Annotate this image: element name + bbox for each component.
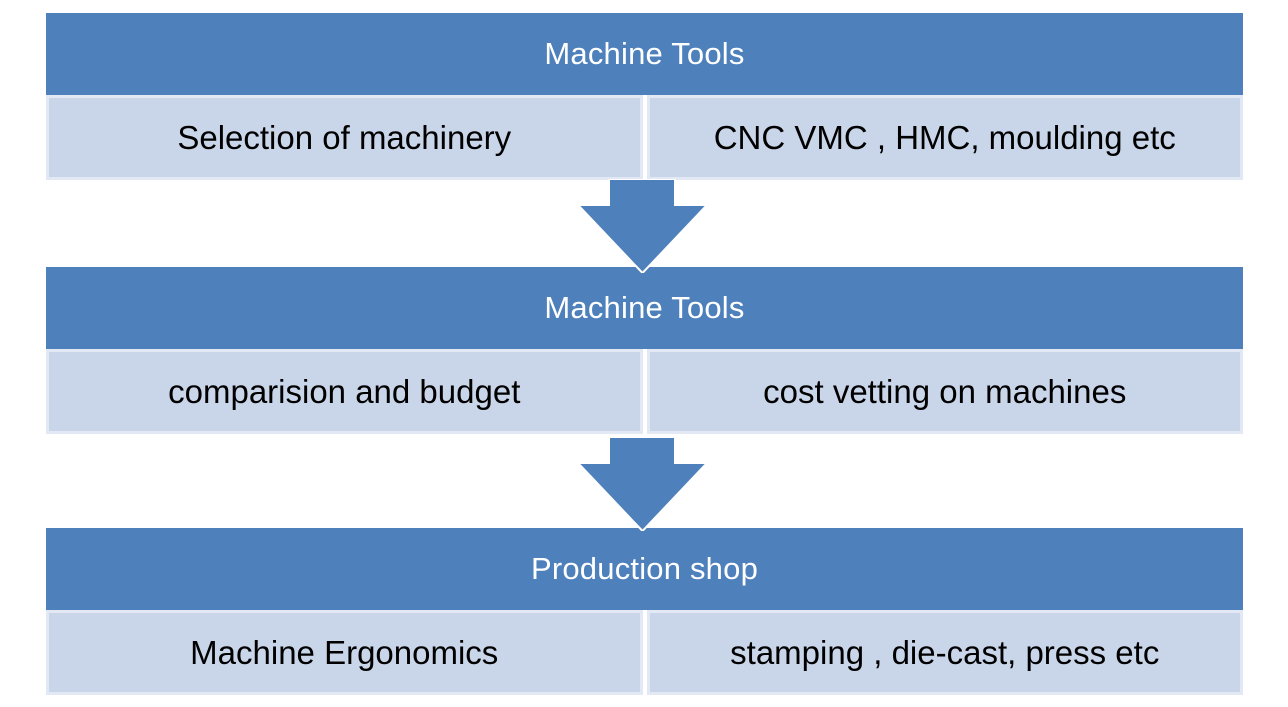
flow-block-machine-tools-2: Machine Tools comparision and budget cos… (46, 267, 1243, 434)
block-header-label: Production shop (530, 551, 759, 586)
block-cell-right: CNC VMC , HMC, moulding etc (646, 95, 1243, 180)
block-header: Machine Tools (46, 267, 1243, 349)
block-header: Production shop (46, 528, 1243, 610)
flow-block-production-shop: Production shop Machine Ergonomics stamp… (46, 528, 1243, 695)
block-cell-left: Selection of machinery (46, 95, 643, 180)
block-cell-left: comparision and budget (46, 349, 643, 434)
block-header-label: Machine Tools (544, 36, 745, 71)
down-arrow-shape (578, 179, 707, 273)
block-header: Machine Tools (46, 13, 1243, 95)
block-cell-label: Selection of machinery (177, 118, 512, 156)
block-cell-label: CNC VMC , HMC, moulding etc (713, 118, 1176, 156)
block-body: comparision and budget cost vetting on m… (46, 349, 1243, 434)
block-cell-label: stamping , die-cast, press etc (730, 633, 1160, 671)
flow-block-machine-tools-1: Machine Tools Selection of machinery CNC… (46, 13, 1243, 180)
block-cell-left: Machine Ergonomics (46, 610, 643, 695)
block-cell-label: cost vetting on machines (763, 372, 1127, 410)
block-cell-right: stamping , die-cast, press etc (646, 610, 1243, 695)
block-body: Machine Ergonomics stamping , die-cast, … (46, 610, 1243, 695)
down-arrow-icon (578, 437, 707, 531)
block-cell-right: cost vetting on machines (646, 349, 1243, 434)
down-arrow-shape (578, 437, 707, 531)
block-cell-label: Machine Ergonomics (190, 633, 499, 671)
block-body: Selection of machinery CNC VMC , HMC, mo… (46, 95, 1243, 180)
block-cell-label: comparision and budget (168, 372, 521, 410)
block-header-label: Machine Tools (544, 290, 745, 325)
down-arrow-icon (578, 179, 707, 273)
